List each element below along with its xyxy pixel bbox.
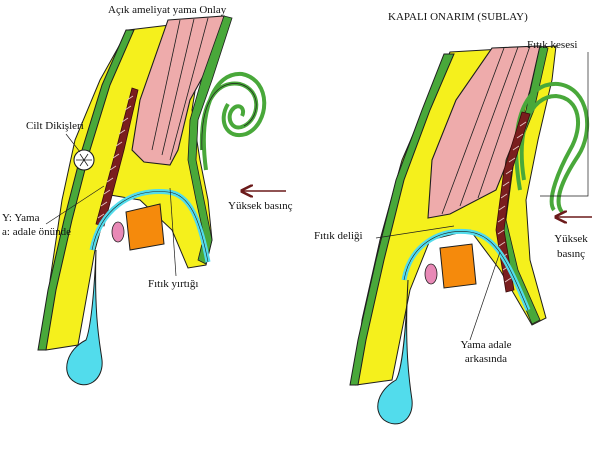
onlay-hernia-sac — [202, 74, 264, 170]
onlay-label-high-pressure: Yüksek basınç — [228, 200, 292, 213]
onlay-label-mesh-line2: a: adale önünde — [2, 226, 71, 239]
sublay-label-high-pressure-line2: basınç — [548, 248, 594, 261]
sublay-title: KAPALI ONARIM (SUBLAY) — [388, 11, 528, 23]
sublay-organ-pink — [425, 264, 437, 284]
sublay-label-hernia-sac: Fıtık kesesi — [527, 39, 577, 52]
onlay-label-skin-sutures: Cilt Dikişleri — [26, 120, 84, 133]
onlay-label-mesh-line1: Y: Yama — [2, 212, 40, 225]
onlay-organ-orange — [126, 204, 164, 250]
onlay-label-hernia-tear: Fıtık yırtığı — [148, 278, 198, 291]
onlay-organ-pink — [112, 222, 124, 242]
sublay-label-mesh-line2: arkasında — [446, 353, 526, 366]
sublay-organ-orange — [440, 244, 476, 288]
onlay-title: Açık ameliyat yama Onlay — [108, 4, 226, 16]
sublay-label-mesh-line1: Yama adale — [446, 339, 526, 352]
sublay-label-hernia-hole: Fıtık deliği — [314, 230, 363, 243]
sublay-label-high-pressure-line1: Yüksek — [548, 233, 594, 246]
